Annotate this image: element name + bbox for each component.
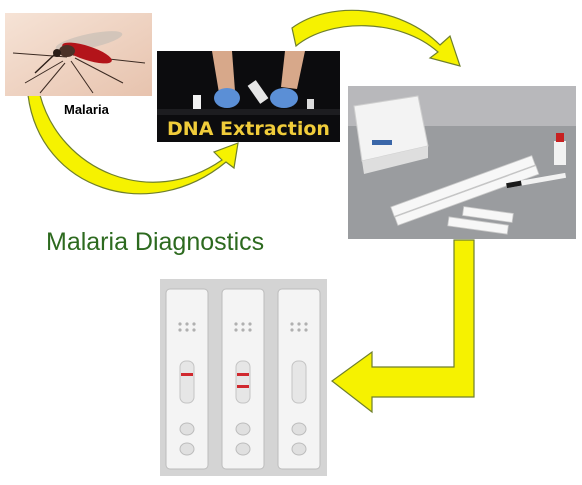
arrow-kit-to-strips — [330, 239, 475, 414]
mosquito-illustration — [5, 13, 152, 96]
test-kit-illustration — [348, 86, 576, 239]
dna-extraction-caption: DNA Extraction — [167, 118, 330, 140]
test-kit-photo — [348, 86, 576, 239]
test-line — [237, 385, 249, 388]
rapid-test-strips-illustration — [160, 279, 327, 476]
rapid-test-strips-photo — [160, 279, 327, 476]
diagram-title: Malaria Diagnostics — [46, 228, 265, 256]
mosquito-caption: Malaria — [64, 102, 109, 117]
dna-extraction-photo: DNA Extraction — [157, 51, 340, 142]
rapid-test-cassette — [221, 288, 265, 470]
dna-extraction-illustration — [157, 51, 340, 142]
rapid-test-cassette — [165, 288, 209, 470]
mosquito-photo — [5, 13, 152, 96]
control-line — [237, 373, 249, 376]
rapid-test-cassette — [277, 288, 321, 470]
control-line — [181, 373, 193, 376]
arrow-dna-to-kit — [291, 9, 461, 67]
arrow-mosquito-to-dna — [27, 94, 239, 195]
